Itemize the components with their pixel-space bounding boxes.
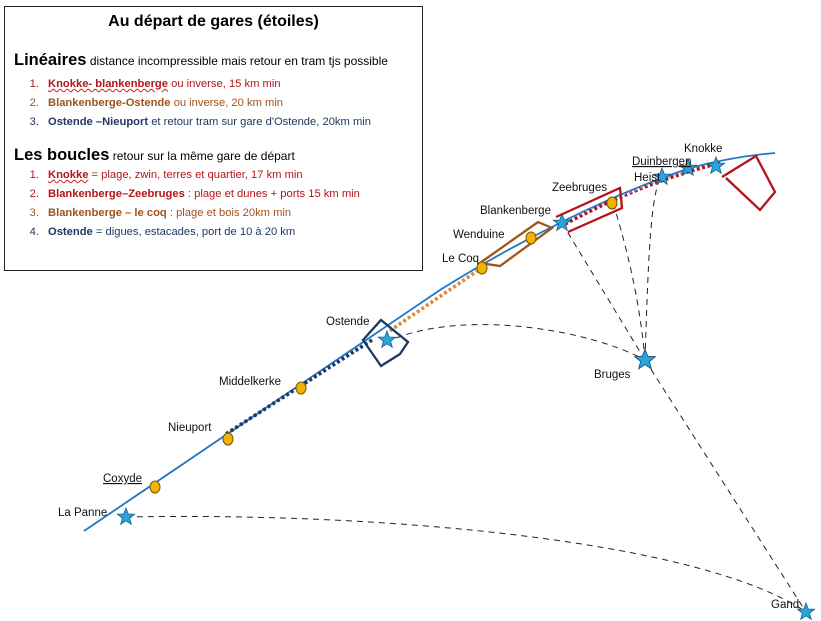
stop-le-coq xyxy=(476,261,488,275)
item-name: Blankenberge–Zeebruges xyxy=(48,188,185,200)
label-blankenberge: Blankenberge xyxy=(480,205,551,217)
loop-ostende xyxy=(361,318,410,368)
label-heist: Heist xyxy=(634,172,661,184)
item-desc: ou inverse, 20 km min xyxy=(170,97,284,109)
loop-item-1: 1. Knokke = plage, zwin, terres et quarti… xyxy=(14,166,360,185)
legend-box: Au départ de gares (étoiles) Linéaires d… xyxy=(4,6,423,271)
route-blankenberge-ostende xyxy=(386,265,485,334)
item-name: Ostende –Nieuport xyxy=(48,116,149,128)
item-number: 2. xyxy=(29,97,39,109)
item-desc: ou inverse, 15 km min xyxy=(168,78,281,90)
loop-item-2: 2. Blankenberge–Zeebruges : plage et dune… xyxy=(14,185,360,204)
label-gand: Gand xyxy=(771,599,799,611)
item-name: Blankenberge – le coq xyxy=(48,207,167,219)
item-number: 1. xyxy=(29,169,39,181)
label-nieuport: Nieuport xyxy=(168,422,212,434)
legend-title: Au départ de gares (étoiles) xyxy=(108,13,319,30)
loops-subtitle: retour sur la même gare de départ xyxy=(112,149,295,163)
linear-item-3: 3. Ostende –Nieuport et retour tram sur g… xyxy=(14,113,371,132)
item-number: 2. xyxy=(29,188,39,200)
item-desc: et retour tram sur gare d'Ostende, 20km … xyxy=(148,116,371,128)
rail-bruges-gand xyxy=(644,359,807,613)
loop-blankenberge-zeebruges xyxy=(555,186,624,234)
loop-item-3: 3. Blankenberge – le coq : plage et bois … xyxy=(14,204,360,223)
label-duinbergen: Duinbergen xyxy=(632,156,691,168)
rail-bruges-zeebruges xyxy=(611,199,646,361)
star-icon-la-panne xyxy=(116,507,136,525)
item-name: Blankenberge-Ostende xyxy=(48,97,171,109)
label-knokke: Knokke xyxy=(684,143,722,155)
stop-zeebruges xyxy=(606,196,618,210)
stop-middelkerke xyxy=(295,381,307,395)
linear-item-2: 2. Blankenberge-Ostende ou inverse, 20 km… xyxy=(14,94,371,113)
loop-blankenberge-lecoq xyxy=(476,220,555,268)
item-number: 3. xyxy=(29,116,39,128)
loops-list: 1. Knokke = plage, zwin, terres et quarti… xyxy=(14,166,360,242)
star-icon-knokke xyxy=(706,156,726,174)
stop-coxyde xyxy=(149,480,161,494)
label-le-coq: Le Coq xyxy=(442,253,479,265)
rail-bruges-heist xyxy=(644,175,663,361)
route-knokke-blankenberge-shade xyxy=(579,169,691,215)
item-desc: = plage, zwin, terres et quartier, 17 km… xyxy=(88,169,303,181)
item-name: Knokke xyxy=(48,169,89,181)
star-icon-gand xyxy=(796,602,816,620)
star-icon-ostende xyxy=(377,330,397,348)
linear-subtitle: distance incompressible mais retour en t… xyxy=(89,54,388,68)
item-number: 3. xyxy=(29,207,39,219)
loop-knokke xyxy=(721,154,777,212)
stop-wenduine xyxy=(525,231,537,245)
rail-ostende-bruges xyxy=(395,324,646,361)
rail-bruges-blankenberge xyxy=(561,222,646,361)
item-desc: = digues, estacades, port de 10 à 20 km xyxy=(92,226,296,238)
linear-section-header: Linéaires distance incompressible mais r… xyxy=(14,51,388,70)
item-number: 4. xyxy=(29,226,39,238)
loops-section-header: Les boucles retour sur la même gare de d… xyxy=(14,146,295,165)
label-ostende: Ostende xyxy=(326,316,369,328)
linear-list: 1. Knokke- blankenberge ou inverse, 15 km… xyxy=(14,75,371,132)
stations xyxy=(116,156,816,620)
loops-heading: Les boucles xyxy=(14,146,110,164)
item-name: Ostende xyxy=(48,226,93,238)
linear-heading: Linéaires xyxy=(14,51,87,69)
star-icon-bruges xyxy=(634,348,656,370)
label-zeebruges: Zeebruges xyxy=(552,182,607,194)
label-middelkerke: Middelkerke xyxy=(219,376,281,388)
item-name: Knokke- blankenberge xyxy=(48,78,168,90)
loop-item-4: 4. Ostende = digues, estacades, port de 1… xyxy=(14,223,360,242)
stops xyxy=(149,196,618,494)
label-bruges: Bruges xyxy=(594,369,631,381)
item-desc: : plage et dunes + ports 15 km min xyxy=(184,188,360,200)
rail-lapanne-gand xyxy=(125,515,807,613)
linear-item-1: 1. Knokke- blankenberge ou inverse, 15 km… xyxy=(14,75,371,94)
item-number: 1. xyxy=(29,78,39,90)
item-desc: : plage et bois 20km min xyxy=(166,207,292,219)
label-la-panne: La Panne xyxy=(58,507,107,519)
label-coxyde: Coxyde xyxy=(103,473,142,485)
coast-line xyxy=(83,152,776,532)
label-wenduine: Wenduine xyxy=(453,229,505,241)
rail-connections xyxy=(125,175,807,613)
route-ostende-nieuport xyxy=(225,338,373,436)
stop-nieuport xyxy=(222,432,234,446)
